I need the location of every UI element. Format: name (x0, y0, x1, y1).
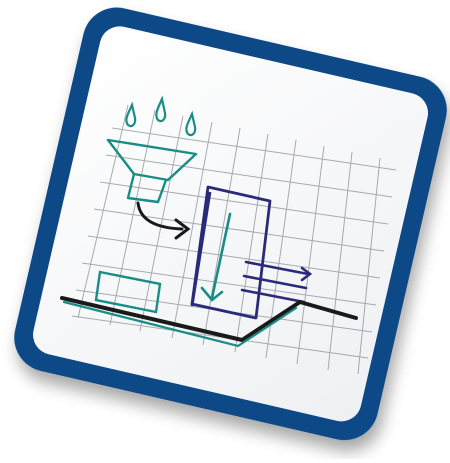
sketch-flow-diagram-icon (0, 0, 450, 459)
app-icon-canvas (0, 0, 450, 459)
